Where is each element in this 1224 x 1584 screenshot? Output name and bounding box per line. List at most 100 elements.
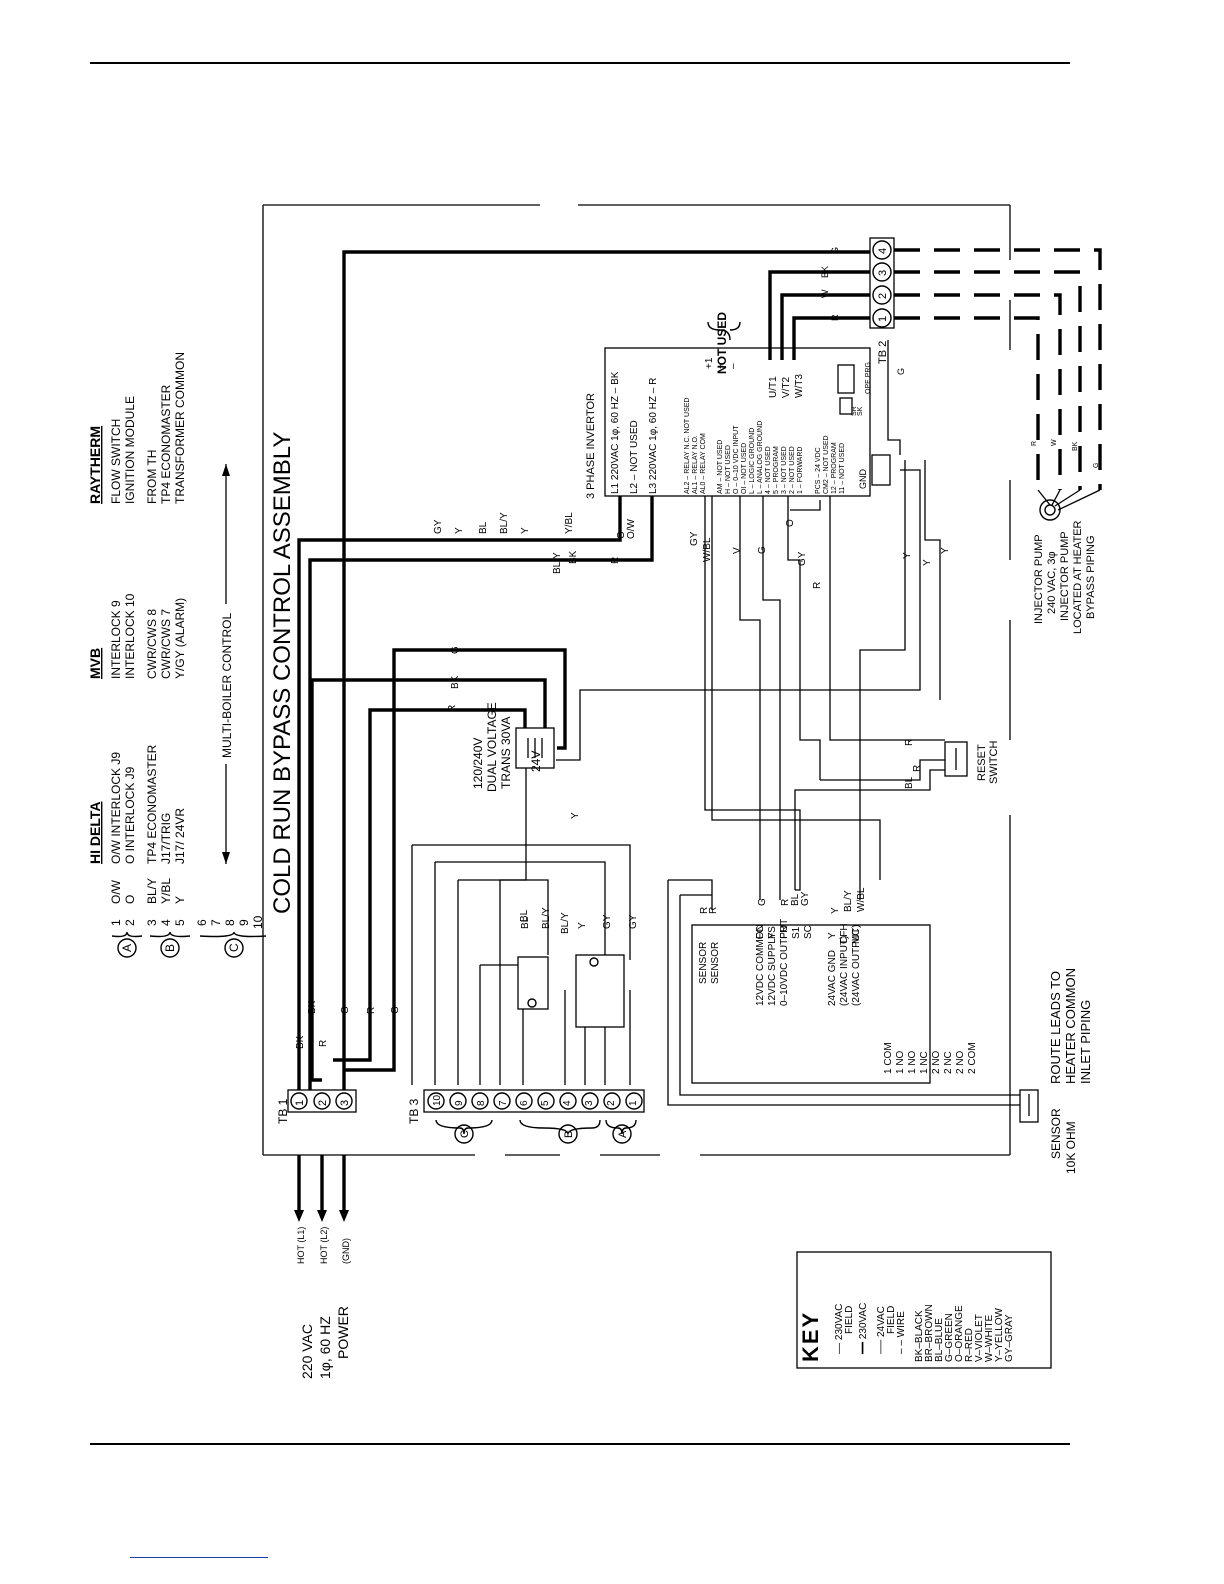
svg-text:12VDC COMMON: 12VDC COMMON [755,924,766,1006]
svg-text:6: 6 [519,1100,530,1106]
svg-text:W/BL: W/BL [702,537,713,562]
pump-label: INJECTOR PUMP 240 VAC, 3φ INJECTOR PUMP … [1033,520,1097,634]
svg-text:BYPASS PIPING: BYPASS PIPING [1085,535,1097,619]
svg-text:–– 230VAC: –– 230VAC [834,1304,845,1354]
svg-text:Y: Y [940,547,951,554]
not-used-callout: NOT USED [715,312,729,374]
svg-text:W/BL: W/BL [856,887,867,912]
tb1-terminal-block: 1 2 3 TB 1 [276,1089,357,1124]
svg-text:R: R [318,1040,329,1047]
svg-text:L1 220VAC 1φ, 60 HZ – BK: L1 220VAC 1φ, 60 HZ – BK [610,371,621,494]
svg-text:R: R [699,907,710,914]
svg-text:O/W INTERLOCK J9: O/W INTERLOCK J9 [109,752,123,864]
svg-text:TRANSFORMER COMMON: TRANSFORMER COMMON [173,352,187,504]
inverter-title: 3 PHASE INVERTOR [585,393,597,499]
svg-text:1 NO: 1 NO [895,1050,906,1074]
svg-text:AL1 – RELAY N.O.: AL1 – RELAY N.O. [692,435,699,494]
svg-text:R: R [1031,441,1038,446]
svg-text:AM – NOT USED: AM – NOT USED [717,440,724,494]
svg-text:(24VAC OUTPUT): (24VAC OUTPUT) [851,925,862,1007]
svg-text:━━ 230VAC: ━━ 230VAC [858,1303,869,1355]
svg-text:BL/Y: BL/Y [560,912,571,934]
svg-text:LOCATED AT HEATER: LOCATED AT HEATER [1072,520,1084,634]
tb3-terminal [537,1092,555,1110]
svg-text:CWR/CWS 8: CWR/CWS 8 [145,609,159,679]
svg-text:4: 4 [562,1100,573,1106]
svg-text:MC: MC [851,928,862,944]
svg-text:TP4 ECONOMASTER: TP4 ECONOMASTER [145,744,159,864]
svg-text:TP4 ECONOMASTER: TP4 ECONOMASTER [159,384,173,504]
tb2-label: TB 2 [877,341,889,364]
svg-text:O–ORANGE: O–ORANGE [954,1305,965,1362]
svg-text:G: G [757,546,768,554]
svg-text:G: G [830,247,840,254]
hi-delta-head: HI DELTA [87,802,103,864]
svg-text:2 COM: 2 COM [967,1042,978,1074]
svg-text:5 – PROGRAM: 5 – PROGRAM [773,446,780,494]
svg-text:R: R [610,557,621,564]
svg-text:Y: Y [520,527,531,534]
tb3-terminal [515,1092,533,1110]
svg-text:9: 9 [237,919,251,926]
svg-text:Y: Y [827,932,838,939]
svg-text:BK: BK [307,1000,318,1014]
svg-text:1 – FORWARD: 1 – FORWARD [797,447,804,494]
svg-text:Y: Y [922,559,933,566]
svg-text:12 – PROGRAM: 12 – PROGRAM [831,442,838,494]
svg-text:INTERLOCK 10: INTERLOCK 10 [123,593,137,679]
svg-text:L3 220VAC 1φ, 60 HZ – R: L3 220VAC 1φ, 60 HZ – R [648,378,659,494]
svg-text:24VAC GND: 24VAC GND [827,950,838,1006]
svg-text:U/T1: U/T1 [768,376,779,398]
svg-text:BL/Y: BL/Y [541,907,552,929]
group-a-marker: A [120,944,134,952]
legend-block: COLD RUN BYPASS CONTROL ASSEMBLY HI DELT… [87,352,296,958]
svg-text:O: O [616,531,627,539]
svg-text:10: 10 [432,1094,443,1106]
svg-text:BK: BK [820,266,830,278]
svg-text:B: B [563,1131,575,1138]
svg-text:W: W [820,289,830,298]
svg-text:G: G [340,1006,351,1014]
svg-text:R: R [780,899,791,906]
svg-text:O/W: O/W [626,518,637,539]
svg-text:L – LOGIC GROUND: L – LOGIC GROUND [749,428,756,494]
tb3-terminal [603,1092,621,1110]
svg-text:3: 3 [145,919,159,926]
key-title: KEY [798,1311,823,1362]
svg-text:CWR/CWS 7: CWR/CWS 7 [159,609,173,679]
svg-text:C: C [459,1130,471,1138]
svg-text:S1: S1 [791,926,802,939]
svg-text:O: O [785,519,796,527]
reset-switch: RESET SWITCH [944,741,1000,784]
svg-text:RESET: RESET [976,744,988,781]
svg-text:GND: GND [858,469,868,490]
svg-text:BL/Y: BL/Y [552,552,563,574]
svg-text:ROUTE LEADS TO: ROUTE LEADS TO [1048,971,1063,1084]
transformer-tap-label: 24V [529,751,543,772]
svg-text:FR: FR [779,926,790,939]
svg-text:4: 4 [159,919,173,926]
svg-text:5: 5 [540,1100,551,1106]
svg-text:8: 8 [476,1100,487,1106]
tb3-terminal [493,1092,511,1110]
svg-text:G: G [390,1006,401,1014]
svg-text:BK: BK [295,1035,306,1049]
svg-text:+1: +1 [704,357,715,369]
svg-text:– – WIRE: – – WIRE [896,1311,907,1354]
tb3-terminal [581,1092,599,1110]
svg-text:R–RED: R–RED [964,1328,975,1362]
svg-text:INJECTOR PUMP: INJECTOR PUMP [1033,534,1045,624]
svg-text:FIELD: FIELD [844,1306,855,1334]
svg-text:GY–GRAY: GY–GRAY [1004,1314,1015,1362]
svg-text:BL/Y: BL/Y [499,512,510,534]
svg-text:2 NC: 2 NC [943,1051,954,1074]
tb3-terminal [471,1092,489,1110]
svg-text:Y/GY (ALARM): Y/GY (ALARM) [173,598,187,679]
injector-pump-icon [1039,499,1061,521]
svg-text:2: 2 [123,919,137,926]
svg-text:10K OHM: 10K OHM [1064,1121,1078,1174]
svg-text:SC: SC [803,925,814,939]
svg-text:SK: SK [857,406,864,416]
svg-text:5: 5 [173,919,187,926]
